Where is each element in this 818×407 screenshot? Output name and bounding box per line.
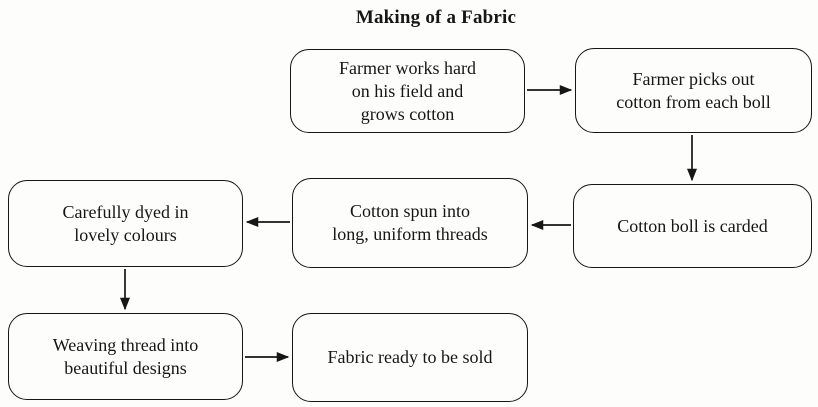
- node-weaving-designs: Weaving thread into beautiful designs: [8, 313, 243, 400]
- node-farmer-grows-cotton: Farmer works hard on his field and grows…: [290, 49, 525, 133]
- node-farmer-picks-cotton: Farmer picks out cotton from each boll: [575, 48, 812, 133]
- diagram-title: Making of a Fabric: [355, 7, 517, 28]
- node-dyed-colours: Carefully dyed in lovely colours: [8, 180, 243, 267]
- node-cotton-boll-carded: Cotton boll is carded: [573, 184, 812, 268]
- node-fabric-sold: Fabric ready to be sold: [292, 313, 528, 402]
- node-cotton-spun-threads: Cotton spun into long, uniform threads: [292, 178, 528, 268]
